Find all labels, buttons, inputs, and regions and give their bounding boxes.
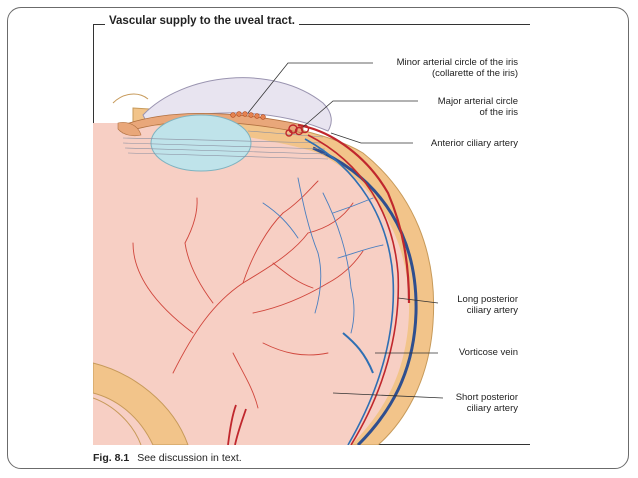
label-minor-line2: (collarette of the iris) bbox=[431, 68, 518, 79]
vessel-network bbox=[132, 177, 384, 409]
caption-number: Fig. 8.1 bbox=[93, 452, 130, 464]
lens bbox=[150, 114, 252, 172]
label-long-line1: Long posterior bbox=[457, 294, 518, 305]
choroid-vein bbox=[304, 138, 395, 445]
title-rule bbox=[93, 24, 530, 25]
label-minor-arterial-circle: Minor arterial circle of the iris (colla… bbox=[397, 57, 518, 79]
label-major-line2: of the iris bbox=[479, 107, 518, 118]
eye-illustration bbox=[93, 62, 444, 445]
label-anterior-ciliary-artery: Anterior ciliary artery bbox=[431, 138, 518, 149]
label-short-posterior-ciliary-artery: Short posterior ciliary artery bbox=[456, 392, 518, 414]
label-vorticose-text: Vorticose vein bbox=[458, 347, 518, 358]
label-major-line1: Major arterial circle bbox=[437, 96, 518, 107]
short-posterior-artery-a bbox=[227, 404, 237, 445]
label-vorticose-vein: Vorticose vein bbox=[459, 347, 518, 358]
optic-region bbox=[93, 362, 189, 445]
figure-caption: Fig. 8.1 See discussion in text. bbox=[93, 452, 242, 464]
major-arterial-circle bbox=[285, 124, 310, 137]
label-long-posterior-ciliary-artery: Long posterior ciliary artery bbox=[457, 294, 518, 316]
label-minor-line1: Minor arterial circle of the iris bbox=[396, 57, 518, 68]
globe-interior bbox=[93, 123, 410, 445]
short-posterior-artery-b bbox=[234, 408, 247, 445]
label-anterior-text: Anterior ciliary artery bbox=[430, 138, 518, 149]
upper-lid-outline bbox=[112, 93, 149, 104]
minor-arterial-circle bbox=[230, 111, 266, 120]
anterior-ciliary-artery bbox=[297, 123, 411, 304]
leader-lines bbox=[247, 62, 444, 399]
caption-text: See discussion in text. bbox=[137, 452, 242, 464]
label-long-line2: ciliary artery bbox=[466, 305, 518, 316]
label-short-line2: ciliary artery bbox=[466, 403, 518, 414]
lower-structure bbox=[117, 122, 142, 137]
label-short-line1: Short posterior bbox=[455, 392, 518, 403]
figure-title: Vascular supply to the uveal tract. bbox=[105, 15, 299, 27]
vorticose-vein bbox=[342, 332, 374, 374]
label-major-arterial-circle: Major arterial circle of the iris bbox=[438, 96, 518, 118]
